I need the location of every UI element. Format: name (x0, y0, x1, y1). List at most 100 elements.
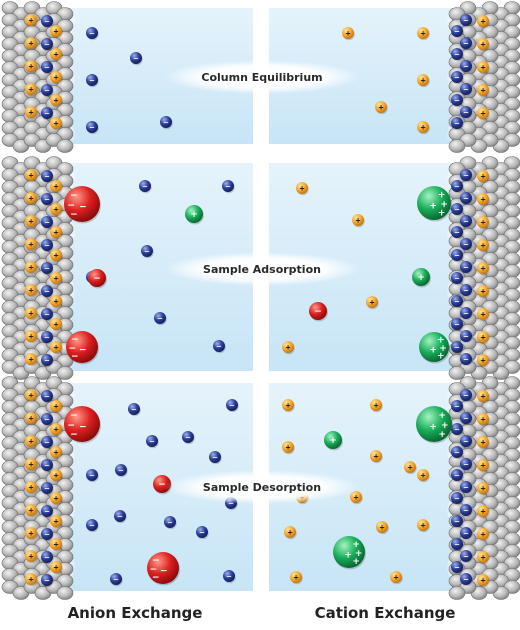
anion-counter-2: − (41, 262, 54, 276)
anion-free-ion: − (164, 516, 177, 530)
anion-site-3: + (50, 561, 63, 575)
svg-text:+: + (420, 123, 426, 131)
svg-text:+: + (373, 452, 379, 460)
svg-text:+: + (441, 421, 449, 431)
svg-text:−: − (454, 182, 460, 190)
cation-site-1: − (460, 37, 473, 51)
anion-free-ion: − (196, 526, 209, 540)
svg-text:+: + (480, 287, 486, 295)
anion-site-3: + (25, 481, 38, 495)
cation-free-ion: + (282, 399, 295, 413)
cation-site-3: − (460, 389, 473, 403)
cation-site-2: − (451, 341, 464, 355)
svg-text:+: + (53, 563, 59, 571)
svg-text:−: − (463, 217, 469, 225)
cation-counter-2: + (477, 239, 490, 253)
cation-counter-3: + (477, 551, 490, 565)
svg-text:−: − (463, 506, 469, 514)
cation-sample-green: ++++ (419, 332, 450, 364)
anion-site-2: + (25, 169, 38, 183)
cation-site-1: − (460, 83, 473, 97)
svg-text:+: + (293, 573, 299, 581)
anion-free-ion: − (110, 573, 123, 587)
anion-free-ion: − (128, 403, 141, 417)
anion-counter-3: − (41, 436, 54, 450)
svg-text:−: − (314, 307, 322, 317)
anion-site-1: + (25, 83, 38, 97)
cation-site-3: − (460, 573, 473, 587)
svg-text:+: + (28, 171, 34, 179)
cation-free-ion: + (370, 450, 383, 464)
cation-free-ion: + (350, 491, 363, 505)
svg-text:+: + (28, 286, 34, 294)
svg-text:+: + (352, 540, 360, 550)
svg-text:+: + (480, 195, 486, 203)
svg-text:−: − (44, 218, 50, 226)
anion-site-1: + (50, 94, 63, 108)
svg-text:+: + (28, 62, 34, 70)
svg-text:−: − (89, 123, 95, 131)
svg-text:+: + (53, 402, 59, 410)
cation-counter-2: + (477, 285, 490, 299)
cation-site-2: − (460, 215, 473, 229)
svg-text:+: + (429, 202, 437, 212)
svg-text:−: − (463, 108, 469, 116)
svg-text:+: + (480, 484, 486, 492)
anion-counter-3: − (41, 528, 54, 542)
svg-text:−: − (152, 573, 160, 583)
anion-site-2: + (50, 318, 63, 332)
svg-text:−: − (463, 437, 469, 445)
anion-free-ion: − (223, 570, 236, 584)
svg-text:+: + (407, 463, 413, 471)
anion-site-2: + (25, 215, 38, 229)
svg-text:−: − (463, 309, 469, 317)
cation-site-2: − (451, 180, 464, 194)
anion-bound-ion: − (86, 27, 99, 41)
svg-text:+: + (53, 448, 59, 456)
svg-text:+: + (329, 436, 337, 446)
anion-sample-red: −−−− (66, 331, 99, 365)
svg-text:+: + (53, 228, 59, 236)
cation-counter-2: + (477, 308, 490, 322)
cation-site-2: − (460, 192, 473, 206)
anion-counter-2: − (41, 285, 54, 299)
cation-counter-2: + (477, 170, 490, 184)
cation-free-ion: + (282, 341, 295, 355)
svg-text:+: + (420, 471, 426, 479)
cation-free-ion: + (352, 214, 365, 228)
anion-site-3: + (25, 435, 38, 449)
svg-text:−: − (228, 499, 234, 507)
svg-text:−: − (454, 50, 460, 58)
cation-counter-3: + (477, 482, 490, 496)
anion-site-3: + (50, 492, 63, 506)
anion-site-3: + (50, 469, 63, 483)
cation-site-1: − (451, 48, 464, 62)
svg-text:−: − (44, 109, 50, 117)
cation-free-ion: + (290, 571, 303, 585)
svg-text:−: − (71, 352, 79, 362)
anion-site-2: + (25, 353, 38, 367)
svg-text:+: + (480, 461, 486, 469)
svg-text:+: + (355, 549, 363, 559)
anion-site-1: + (25, 37, 38, 51)
svg-text:+: + (440, 200, 448, 210)
svg-text:+: + (417, 273, 425, 283)
stage-label-2: Sample Adsorption (164, 252, 360, 286)
cation-site-3: − (451, 515, 464, 529)
svg-text:−: − (454, 425, 460, 433)
cation-bound-ion: + (417, 469, 430, 483)
svg-text:−: − (463, 85, 469, 93)
svg-text:+: + (28, 414, 34, 422)
svg-text:−: − (463, 240, 469, 248)
svg-text:+: + (353, 493, 359, 501)
svg-text:+: + (53, 297, 59, 305)
svg-text:−: − (454, 517, 460, 525)
anion-site-3: + (50, 400, 63, 414)
svg-text:−: − (89, 76, 95, 84)
cation-site-2: − (460, 261, 473, 275)
cation-free-ion: + (390, 571, 403, 585)
anion-site-3: + (25, 550, 38, 564)
svg-text:−: − (454, 448, 460, 456)
cation-counter-1: + (477, 107, 490, 121)
svg-text:−: − (44, 195, 50, 203)
